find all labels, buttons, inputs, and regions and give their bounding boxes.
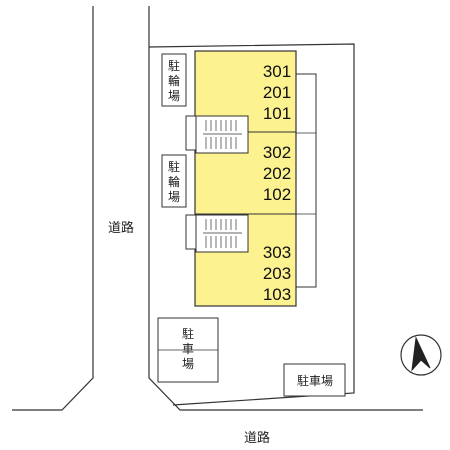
bicycle-parking-middle-char-3: 場 xyxy=(168,190,180,204)
site-boundary xyxy=(148,43,355,406)
unit-101: 101 xyxy=(263,104,291,123)
apartment-building xyxy=(194,50,297,307)
car-parking-vertical-char-3: 場 xyxy=(182,357,194,371)
road-label-west: 道路 xyxy=(108,220,134,236)
car-parking-horizontal-box xyxy=(283,363,346,397)
unit-301: 301 xyxy=(263,62,291,81)
stair-lower xyxy=(185,214,249,253)
site-road-edge xyxy=(148,6,423,411)
west-road-edge-left xyxy=(12,6,94,411)
car-parking-vertical-char-1: 駐 xyxy=(182,326,194,341)
bicycle-parking-middle-char-2: 輪 xyxy=(168,174,180,189)
car-parking-vertical-char-2: 車 xyxy=(182,342,194,356)
bicycle-parking-top-char-2: 輪 xyxy=(168,73,180,88)
unit-302: 302 xyxy=(263,143,291,162)
balcony-outline xyxy=(296,73,317,288)
bicycle-parking-top-char-1: 駐 xyxy=(168,58,180,73)
unit-202: 202 xyxy=(263,164,291,183)
north-arrow-icon xyxy=(400,334,442,376)
stair-upper xyxy=(185,115,249,154)
bicycle-parking-middle-char-1: 駐 xyxy=(168,159,180,174)
unit-102: 102 xyxy=(263,185,291,204)
bicycle-parking-top-char-3: 場 xyxy=(168,89,180,103)
unit-201: 201 xyxy=(263,83,291,102)
road-label-south: 道路 xyxy=(244,430,270,446)
unit-103: 103 xyxy=(263,285,291,304)
unit-303: 303 xyxy=(263,243,291,262)
unit-203: 203 xyxy=(263,264,291,283)
bicycle-parking-middle-box xyxy=(161,154,187,208)
bicycle-parking-top-box xyxy=(161,53,187,107)
car-parking-horizontal-label: 駐車場 xyxy=(297,373,333,388)
